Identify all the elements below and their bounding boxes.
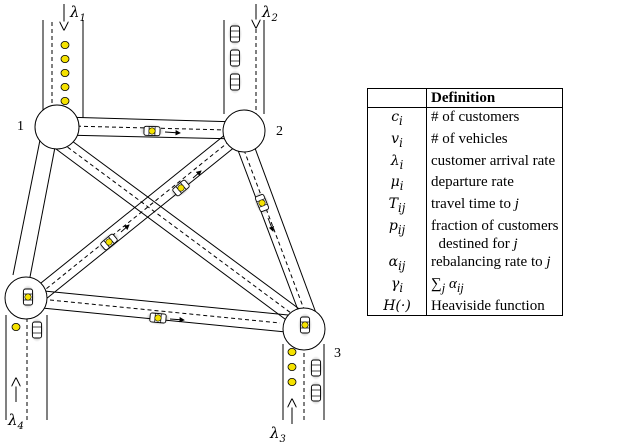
table-header-row: Definition [367,88,563,108]
table-row: vi # of vehicles [367,129,563,152]
table-row: ci # of customers [367,107,563,130]
node-label-2: 2 [276,124,283,139]
definition-cell: Heaviside function [431,297,545,314]
lambda-1-label: λ1 [69,3,86,24]
feeder-road-4 [5,315,48,420]
definition-cell: rebalancing rate to j [431,253,551,270]
header-symbol [367,88,427,108]
road-4-2 [35,133,237,300]
node-1 [34,104,80,150]
symbol-cell: αij [367,252,427,275]
table-row: Tij travel time to j [367,195,563,217]
definition-cell: # of customers [431,109,520,125]
road-1-4 [12,139,57,278]
symbol-cell: pij [367,216,427,253]
definition-cell: # of vehicles [431,130,508,147]
table-row: μi departure rate [367,173,563,196]
feeder-road-1 [42,20,84,118]
customer-queue-1 [60,41,70,105]
symbol-cell: λi [367,151,427,174]
symbol-cell: Tij [367,195,427,217]
node-label-3: 3 [334,346,341,361]
arrival-arrows [16,4,292,424]
node-2 [222,109,266,153]
lambda-4-label: λ4 [7,411,24,432]
symbol-cell: H(·) [367,296,427,316]
feeder-road-2 [223,20,265,114]
table-row: αij rebalancing rate to j [367,252,563,275]
symbol-cell: μi [367,173,427,196]
definitions-table: Definition ci # of customers vi # of veh… [367,88,564,316]
road-4-3 [41,290,289,333]
definition-cell: ∑j αij [431,275,464,295]
table-row: pij fraction of customers destined for j [367,216,563,253]
road-2-3 [235,139,317,319]
definition-cell: travel time to j [431,196,519,213]
symbol-cell: γi [367,274,427,297]
definition-cell: departure rate [431,174,514,191]
symbol-cell: ci [367,107,427,130]
table-row: H(·) Heaviside function [367,296,563,316]
node-label-1: 1 [17,119,24,134]
road-1-3 [55,137,303,323]
table-row: γi ∑j αij [367,274,563,297]
table-row: λi customer arrival rate [367,151,563,174]
vehicle-queue-2 [227,21,243,95]
moving-vehicles [94,123,274,327]
network-diagram: 1 2 3 λ1 λ2 λ4 λ3 [4,3,341,442]
lambda-3-label: λ3 [269,424,286,442]
feeder-road-3 [282,344,325,420]
definition-cell: customer arrival rate [431,152,556,169]
definition-cell: fraction of customers destined for j [431,217,559,252]
lambda-2-label: λ2 [261,3,278,24]
symbol-cell: vi [367,129,427,152]
header-definition: Definition [426,88,563,108]
